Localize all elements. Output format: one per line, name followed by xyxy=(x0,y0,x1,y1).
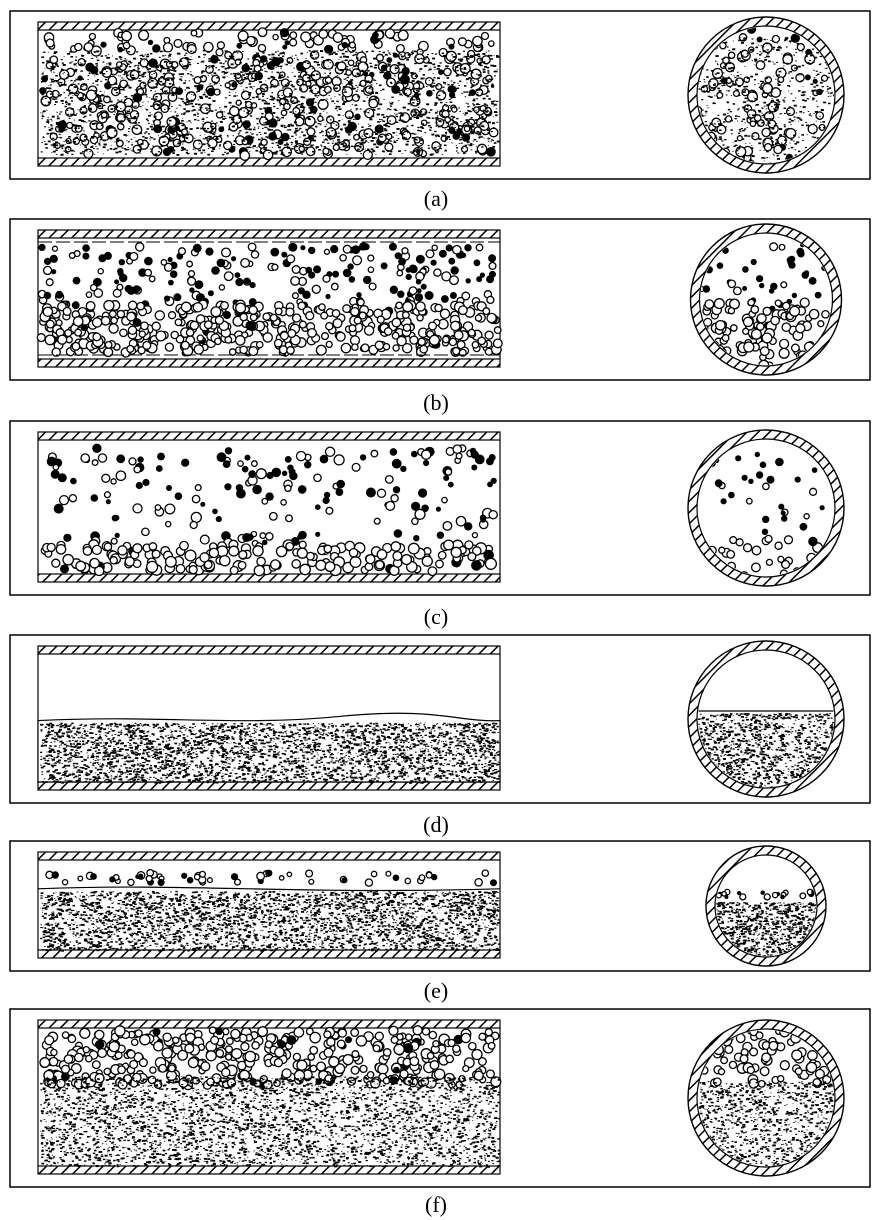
panel-a-drawing xyxy=(0,10,872,180)
panel-f-drawing xyxy=(0,1008,872,1188)
panel-b xyxy=(0,218,872,381)
panel-c xyxy=(0,420,872,596)
caption-d: (d) xyxy=(0,812,872,838)
caption-a: (a) xyxy=(0,186,872,212)
panel-e xyxy=(0,840,872,972)
panel-d xyxy=(0,634,872,804)
panel-b-drawing xyxy=(0,218,872,381)
panel-f xyxy=(0,1008,872,1188)
panel-d-drawing xyxy=(0,634,872,804)
panel-e-drawing xyxy=(0,840,872,972)
caption-b: (b) xyxy=(0,390,872,416)
panel-c-drawing xyxy=(0,420,872,596)
caption-c: (c) xyxy=(0,604,872,630)
caption-e: (e) xyxy=(0,978,872,1004)
caption-f: (f) xyxy=(0,1192,872,1218)
panel-a xyxy=(0,10,872,180)
